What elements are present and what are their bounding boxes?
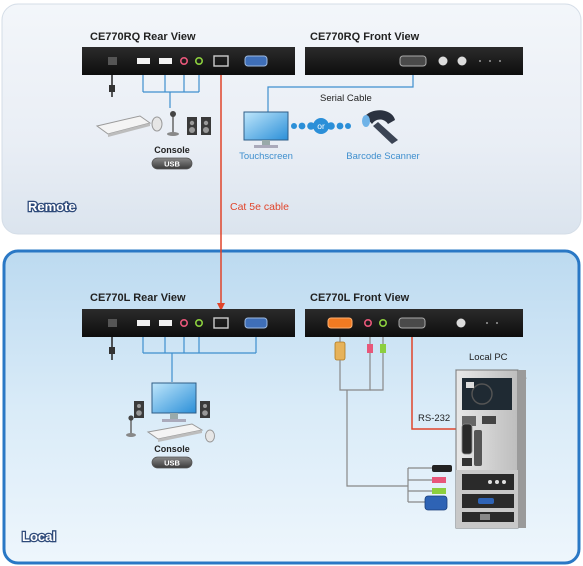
or-connector — [291, 118, 351, 134]
local-keyboard-icon — [146, 423, 204, 442]
ce770l-rear-title: CE770L Rear View — [90, 292, 186, 304]
local-pc-label: Local PC — [469, 352, 508, 363]
vga-port-icon — [244, 55, 268, 67]
speaker-jack-icon — [195, 56, 204, 65]
mic-jack-icon — [180, 56, 189, 65]
kvm-cable-bundle — [334, 337, 452, 511]
mic-jack-icon — [363, 318, 372, 327]
remote-usb-badge: USB — [151, 157, 193, 170]
touchscreen-label: Touchscreen — [239, 151, 293, 162]
remote-console-wiring — [142, 75, 200, 108]
remote-region: Remote — [1, 3, 582, 235]
led-icon — [456, 318, 466, 328]
local-usb-badge: USB — [151, 456, 193, 469]
rj45-port-icon — [213, 317, 229, 329]
usb-port-icon — [137, 320, 150, 326]
serial-cable-label: Serial Cable — [320, 93, 372, 104]
remote-microphone-icon — [167, 111, 179, 136]
local-monitor-icon — [151, 382, 197, 422]
or-label: or — [317, 121, 325, 131]
local-mouse-icon — [205, 429, 215, 443]
mic-plug-icon — [432, 477, 446, 483]
power-jack-icon — [108, 57, 117, 65]
remote-keyboard-icon — [95, 115, 152, 137]
local-console-wiring — [142, 337, 257, 382]
ce770rq-rear-unit — [82, 47, 295, 75]
led-icon — [438, 56, 448, 66]
kvm-port-icon — [327, 317, 353, 329]
serial-port-icon — [398, 317, 426, 329]
local-region-label: Local — [22, 529, 56, 544]
usb-plug-icon — [432, 465, 452, 472]
remote-console-label: Console — [154, 145, 190, 155]
ce770l-front-unit — [305, 309, 523, 337]
barcode-scanner-icon — [362, 110, 398, 144]
ce770l-front-title: CE770L Front View — [310, 292, 410, 304]
com-port-icon — [461, 423, 473, 455]
ce770rq-front-title: CE770RQ Front View — [310, 31, 420, 43]
serial-cable-line — [267, 75, 414, 112]
ce770rq-rear-title: CE770RQ Rear View — [90, 31, 196, 43]
local-microphone-icon — [126, 415, 136, 437]
usb-port-icon — [159, 58, 172, 64]
vga-plug-icon — [424, 495, 448, 511]
usb-port-icon — [137, 58, 150, 64]
usb-port-icon — [159, 320, 172, 326]
ce770l-rear-unit — [82, 309, 295, 337]
local-usb-label: USB — [164, 459, 180, 468]
speaker-plug-icon — [432, 488, 446, 494]
remote-speakers-icon — [187, 117, 211, 135]
remote-usb-label: USB — [164, 160, 180, 169]
rs232-label: RS-232 — [418, 413, 450, 424]
speaker-jack-icon — [195, 318, 204, 327]
rj45-port-icon — [213, 55, 229, 67]
serial-port-icon — [399, 55, 427, 67]
local-speakers-icon — [134, 401, 210, 418]
mic-jack-icon — [180, 318, 189, 327]
led-icon — [457, 56, 467, 66]
ce770rq-front-unit — [305, 47, 523, 75]
power-jack-icon — [108, 319, 117, 327]
parallel-port-icon — [474, 430, 482, 466]
vga-port-icon — [244, 317, 268, 329]
remote-mouse-icon — [151, 116, 163, 132]
speaker-jack-icon — [378, 318, 387, 327]
cat5e-cable: Cat 5e cable — [217, 69, 289, 311]
cat5e-cable-label: Cat 5e cable — [230, 201, 289, 213]
local-console-label: Console — [154, 444, 190, 454]
remote-region-label: Remote — [28, 199, 76, 214]
barcode-scanner-label: Barcode Scanner — [346, 151, 419, 162]
power-cord-icon — [109, 75, 115, 97]
touchscreen-icon — [243, 111, 289, 148]
local-pc-tower-icon — [455, 369, 527, 529]
power-cord-icon — [109, 337, 115, 360]
rs232-cable-line — [411, 337, 468, 430]
